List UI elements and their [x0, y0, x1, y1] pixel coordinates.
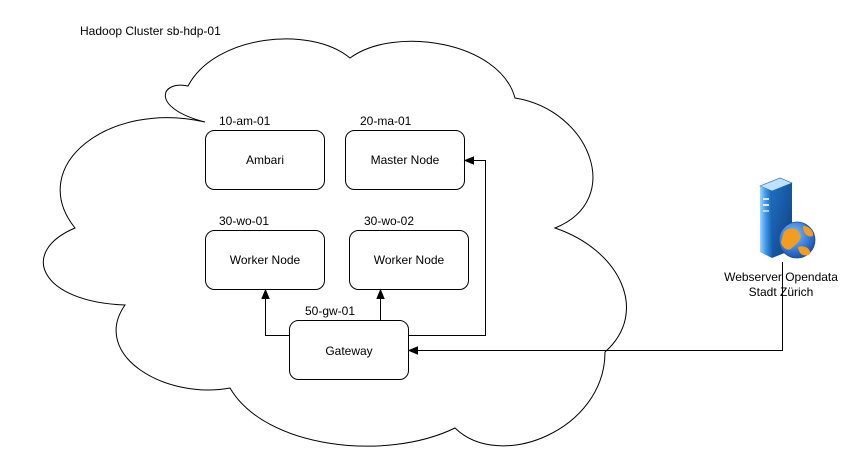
host-label-master: 20-ma-01 [360, 114, 412, 128]
web-server-globe-icon [759, 177, 816, 259]
node-gateway[interactable]: Gateway [289, 320, 409, 380]
connector-gateway-to-worker-1[interactable] [261, 288, 290, 336]
connector-gateway-to-worker-2[interactable] [376, 288, 385, 321]
connector-gateway-to-master[interactable] [408, 156, 486, 336]
node-label-ambari: Ambari [246, 153, 284, 167]
node-label-master: Master Node [371, 153, 440, 167]
node-worker-2[interactable]: Worker Node [349, 230, 469, 290]
host-label-worker-2: 30-wo-02 [364, 214, 414, 228]
node-label-worker-2: Worker Node [374, 253, 445, 267]
host-label-gateway: 50-gw-01 [305, 304, 355, 318]
webserver-label-line-2: Stadt Zürich [749, 285, 814, 299]
host-label-ambari: 10-am-01 [219, 114, 271, 128]
host-label-worker-1: 30-wo-01 [219, 214, 269, 228]
node-label-gateway: Gateway [325, 344, 372, 358]
node-worker-1[interactable]: Worker Node [205, 230, 325, 290]
node-label-worker-1: Worker Node [230, 253, 301, 267]
cluster-cloud [42, 38, 627, 447]
cluster-title: Hadoop Cluster sb-hdp-01 [80, 24, 221, 38]
node-master[interactable]: Master Node [345, 130, 465, 190]
webserver-label-line-1: Webserver Opendata [724, 270, 838, 284]
connector-webserver-to-gateway[interactable] [407, 262, 783, 355]
node-ambari[interactable]: Ambari [205, 130, 325, 190]
